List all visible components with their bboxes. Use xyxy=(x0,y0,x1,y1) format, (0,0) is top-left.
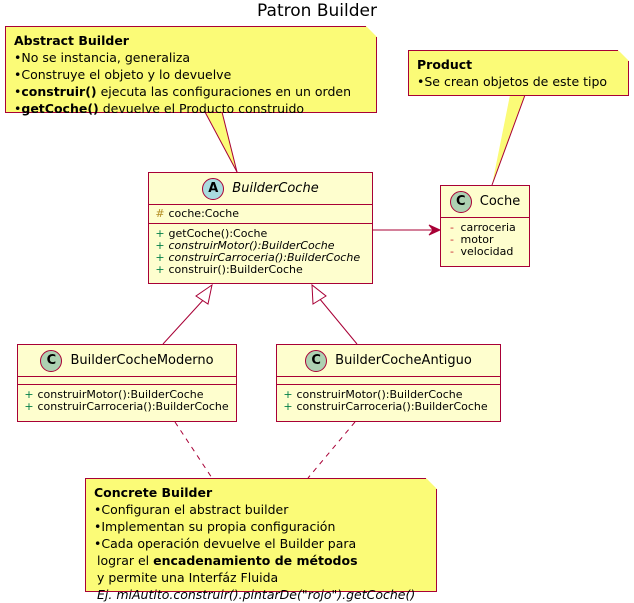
note-link-moderno xyxy=(174,421,213,479)
note-abstract-builder: Abstract Builder •No se instancia, gener… xyxy=(5,26,377,116)
note-product: Product •Se crean objetos de este tipo xyxy=(408,50,629,96)
note-heading: Abstract Builder xyxy=(14,33,129,48)
note-example: Ej. miAutito.construir().pintarDe("rojo"… xyxy=(97,587,416,602)
class-builder-coche-antiguo[interactable]: C BuilderCocheAntiguo + construirMotor()… xyxy=(276,344,501,422)
note-line: •Cada operación devuelve el Builder para xyxy=(94,536,357,551)
note-fold xyxy=(618,50,629,61)
diagram-title: Patron Builder xyxy=(257,1,377,21)
association-arrowhead xyxy=(428,224,442,236)
class-builder-coche-moderno[interactable]: C BuilderCocheModerno + construirMotor()… xyxy=(17,344,237,422)
method: + construirMotor():BuilderCoche xyxy=(155,239,335,252)
class-header: C BuilderCocheAntiguo xyxy=(277,345,500,377)
note-line: •construir() ejecuta las configuraciones… xyxy=(14,84,351,99)
methods-section: + construirMotor():BuilderCoche + constr… xyxy=(277,385,500,417)
methods-section: + getCoche():Coche + construirMotor():Bu… xyxy=(149,224,372,280)
field: - velocidad xyxy=(450,245,514,258)
fields-section: - carroceria - motor - velocidad xyxy=(441,218,529,262)
class-header: C Coche xyxy=(441,186,529,218)
class-coche[interactable]: C Coche - carroceria - motor - velocidad xyxy=(440,185,530,267)
method: + construirCarroceria():BuilderCoche xyxy=(155,251,361,264)
abstract-class-icon: A xyxy=(202,177,225,200)
method: + construir():BuilderCoche xyxy=(155,263,303,276)
note-fold xyxy=(426,478,437,489)
class-header: C BuilderCocheModerno xyxy=(18,345,236,377)
fields-section xyxy=(277,377,500,385)
note-connector-product xyxy=(491,94,526,186)
inheritance-arrow-antiguo xyxy=(311,283,327,305)
class-name: Coche xyxy=(479,194,521,209)
class-name: BuilderCocheModerno xyxy=(70,353,214,368)
class-icon: C xyxy=(449,190,472,213)
method: + getCoche():Coche xyxy=(155,227,268,240)
class-name: BuilderCocheAntiguo xyxy=(335,353,472,368)
class-name: BuilderCoche xyxy=(232,181,319,196)
note-line: •Implementan su propia configuración xyxy=(94,519,336,534)
method: + construirCarroceria():BuilderCoche xyxy=(283,400,488,413)
class-header: A BuilderCoche xyxy=(149,173,372,205)
field: - carroceria xyxy=(450,221,516,234)
methods-section: + construirMotor():BuilderCoche + constr… xyxy=(18,385,236,417)
method: + construirMotor():BuilderCoche xyxy=(24,388,204,401)
class-icon: C xyxy=(40,349,63,372)
note-line: y permite una Interfáz Fluida xyxy=(97,570,279,585)
class-builder-coche[interactable]: A BuilderCoche # coche:Coche + getCoche(… xyxy=(148,172,373,284)
note-link-antiguo xyxy=(307,421,356,479)
inheritance-line-moderno xyxy=(162,297,206,345)
note-line: lograr el encadenamiento de métodos xyxy=(97,553,358,568)
inheritance-line-antiguo xyxy=(318,297,358,345)
note-line: •Se crean objetos de este tipo xyxy=(417,74,608,89)
field: # coche:Coche xyxy=(155,207,239,220)
fields-section xyxy=(18,377,236,385)
class-icon: C xyxy=(305,349,328,372)
method: + construirMotor():BuilderCoche xyxy=(283,388,463,401)
note-line: •Configuran el abstract builder xyxy=(94,502,289,517)
field: - motor xyxy=(450,233,494,246)
note-heading: Product xyxy=(417,57,473,72)
note-line: •Construye el objeto y lo devuelve xyxy=(14,67,232,82)
method: + construirCarroceria():BuilderCoche xyxy=(24,400,229,413)
note-concrete-builder: Concrete Builder •Configuran el abstract… xyxy=(85,478,437,602)
note-heading: Concrete Builder xyxy=(94,485,213,500)
fields-section: # coche:Coche xyxy=(149,205,372,224)
note-line: •getCoche() devuelve el Producto constru… xyxy=(14,101,305,116)
note-fold xyxy=(366,26,377,37)
inheritance-arrow-moderno xyxy=(195,283,213,305)
note-line: •No se instancia, generaliza xyxy=(14,50,191,65)
